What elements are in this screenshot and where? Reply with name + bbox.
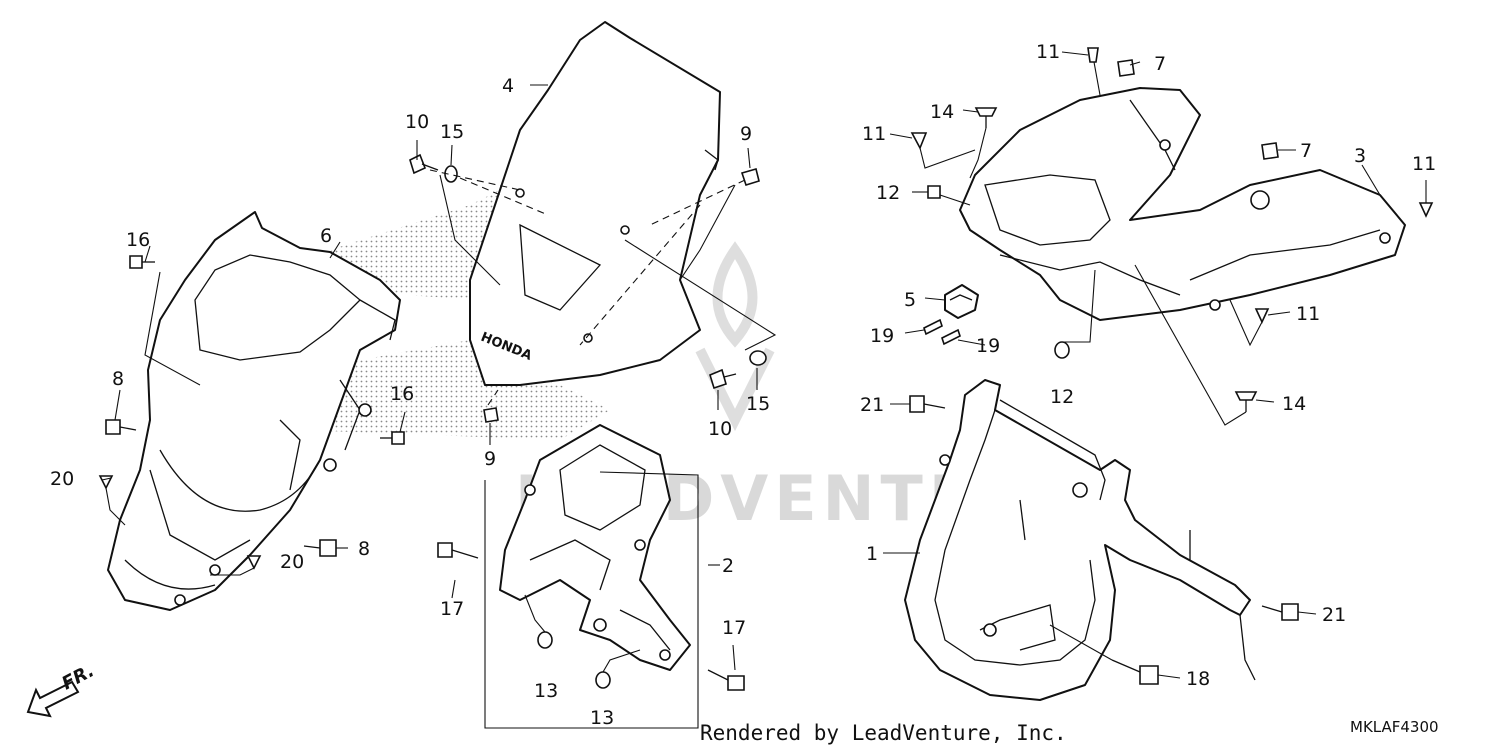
callout-11-lower: 11 [1296, 303, 1320, 325]
callout-17-right: 17 [722, 617, 746, 639]
callout-11-left: 11 [862, 123, 886, 145]
callout-9-right: 9 [740, 123, 752, 145]
callout-20-right: 20 [280, 551, 304, 573]
leader-lines [101, 51, 1427, 679]
callout-14-right: 14 [1282, 393, 1306, 415]
callout-3: 3 [1354, 145, 1366, 167]
callout-13-lower: 13 [590, 707, 614, 729]
hardware-fasteners [98, 47, 1434, 691]
callout-8-left: 8 [112, 368, 124, 390]
part-2-group-bracket [484, 471, 699, 729]
callout-17-left: 17 [440, 598, 464, 620]
callout-20-left: 20 [50, 468, 74, 490]
callout-15-top: 15 [440, 121, 464, 143]
callout-labels: 4 6 16 8 16 20 20 8 10 15 9 9 10 15 17 2… [50, 41, 1436, 729]
part-1-cowl-stay [904, 379, 1256, 701]
callout-19-left: 19 [870, 325, 894, 347]
callout-16-right: 16 [390, 383, 414, 405]
callout-16-left: 16 [126, 229, 150, 251]
callout-2: 2 [722, 555, 734, 577]
callout-10-bottom: 10 [708, 418, 732, 440]
callout-4: 4 [502, 75, 514, 97]
callout-9-bottom: 9 [484, 448, 496, 470]
diagram-code: MKLAF4300 [1350, 718, 1439, 736]
callout-15-bottom: 15 [746, 393, 770, 415]
callout-12-bottom: 12 [1050, 386, 1074, 408]
part-2-meter-bracket [499, 424, 691, 671]
callout-13-upper: 13 [534, 680, 558, 702]
front-arrow-icon [26, 680, 80, 718]
callout-8-right: 8 [358, 538, 370, 560]
callout-1: 1 [866, 543, 878, 565]
callout-18: 18 [1186, 668, 1210, 690]
callout-12-left: 12 [876, 182, 900, 204]
callout-5: 5 [904, 289, 916, 311]
front-direction-marker: FR. [26, 660, 98, 718]
callout-7-top: 7 [1154, 53, 1166, 75]
callout-7-right: 7 [1300, 140, 1312, 162]
callout-14-top: 14 [930, 101, 954, 123]
callout-6: 6 [320, 225, 332, 247]
footer-credit: Rendered by LeadVenture, Inc. [700, 721, 1067, 745]
part-6-headlight-cover [107, 211, 401, 611]
callout-11-top: 11 [1036, 41, 1060, 63]
callout-10-top: 10 [405, 111, 429, 133]
part-5-sensor [944, 284, 979, 319]
callout-19-right: 19 [976, 335, 1000, 357]
callout-11-right: 11 [1412, 153, 1436, 175]
part-3-upper-cowl [959, 87, 1406, 321]
callout-21-left: 21 [860, 394, 884, 416]
callout-21-right: 21 [1322, 604, 1346, 626]
part-4-windscreen: HONDA [469, 21, 721, 386]
